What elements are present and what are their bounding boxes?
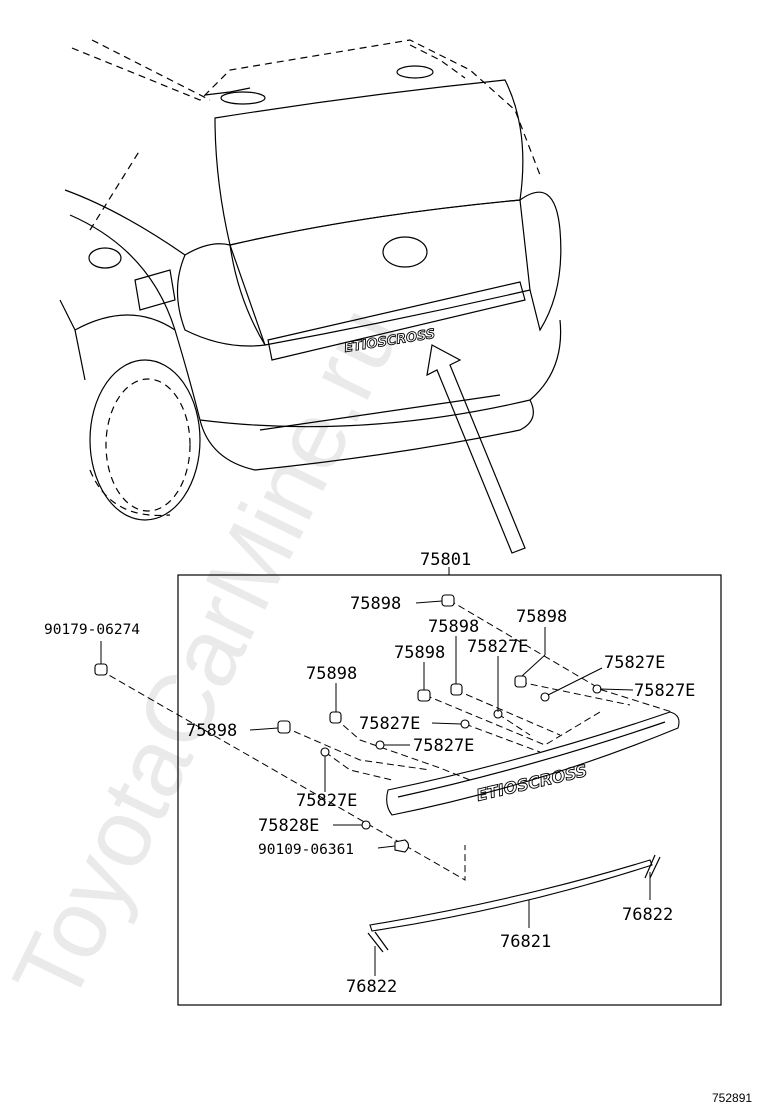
assembly-chain-lines (99, 599, 673, 881)
pointer-arrow (426, 344, 526, 554)
clip-icon (450, 683, 463, 696)
callout-76822: 76822 (346, 977, 397, 997)
callout-75827E: 75827E (467, 637, 528, 657)
nut-icon (375, 740, 385, 750)
callout-75898: 75898 (306, 664, 357, 684)
clip-icon (441, 594, 455, 607)
callout-75827E: 75827E (359, 714, 420, 734)
nut-icon (320, 747, 330, 757)
nut-icon (540, 692, 550, 702)
clip-icon (329, 711, 342, 724)
callout-75898: 75898 (394, 643, 445, 663)
clip-icon (514, 675, 527, 688)
callout-75827E: 75827E (413, 736, 474, 756)
callout-76822: 76822 (622, 905, 673, 925)
washer-icon (361, 820, 371, 830)
svg-text:ToyotaCarMine.ru: ToyotaCarMine.ru (0, 291, 421, 1019)
callout-90179-06274: 90179-06274 (44, 622, 140, 638)
callout-76821: 76821 (500, 932, 551, 952)
callout-75827E: 75827E (604, 653, 665, 673)
watermark: ToyotaCarMine.ru (0, 291, 421, 1019)
callout-75827E: 75827E (296, 791, 357, 811)
moulding-strip (367, 854, 661, 953)
callout-75801: 75801 (420, 550, 471, 570)
callout-75898: 75898 (350, 594, 401, 614)
callout-75898: 75898 (186, 721, 237, 741)
clip-icon (417, 689, 431, 702)
nut-icon (460, 719, 470, 729)
callout-75828E: 75828E (258, 816, 319, 836)
callout-75898: 75898 (428, 617, 479, 637)
back-door-garnish: ETIOSCROSS (386, 711, 680, 816)
clip-icon (277, 720, 291, 734)
illustration-reference-number: 752891 (712, 1091, 752, 1105)
callout-75827E: 75827E (634, 681, 695, 701)
screw-icon (394, 839, 410, 853)
callout-75898: 75898 (516, 607, 567, 627)
nut-icon (592, 684, 602, 694)
callout-90109-06361: 90109-06361 (258, 842, 354, 858)
clip-icon (94, 663, 108, 676)
